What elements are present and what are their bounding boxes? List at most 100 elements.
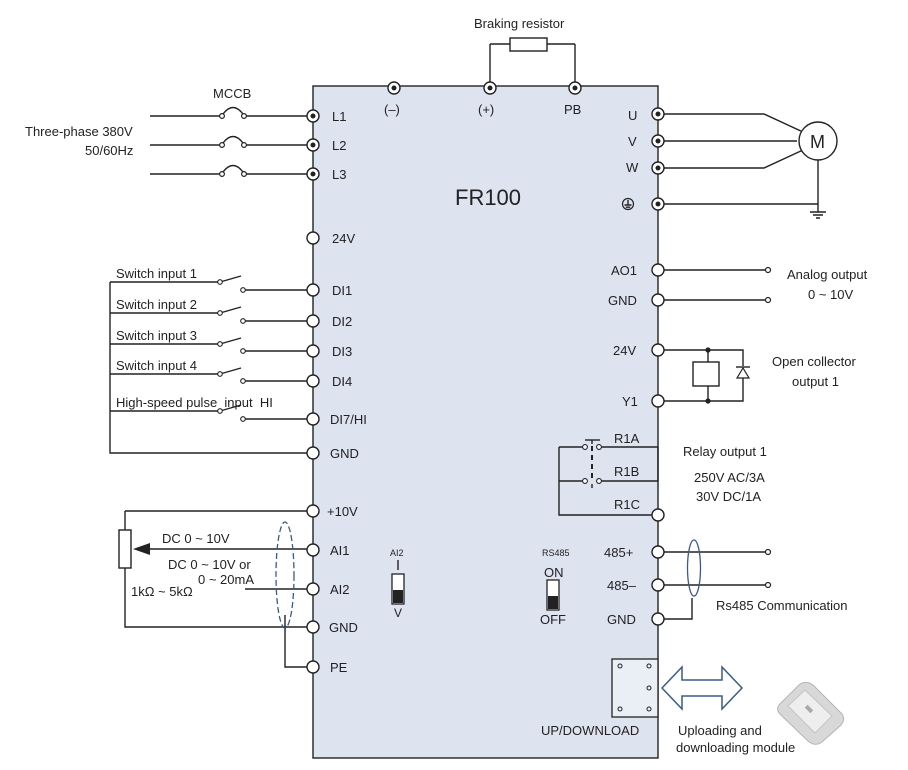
terminal-label: 485+ (604, 545, 633, 560)
analog-inputs: DC 0 ~ 10V DC 0 ~ 10V or 0 ~ 20mA 1kΩ ~ … (118, 510, 307, 668)
braking-resistor (509, 37, 548, 52)
terminal-485p (651, 545, 665, 559)
braking-resistor-group: Braking resistor (474, 16, 576, 83)
right-terminals: AO1 GND 24V Y1 R1A R1B R1C 485+ 485– GND… (558, 263, 868, 627)
ai2-dip-switch: AI2 V (390, 548, 405, 620)
braking-resistor-label: Braking resistor (474, 16, 565, 31)
terminal-di3 (306, 344, 320, 358)
terminal-24v-left (306, 231, 320, 245)
rs485-dip-switch: RS485 ON OFF (540, 548, 570, 627)
ai2-current-label: 0 ~ 20mA (198, 572, 254, 587)
svg-text:OFF: OFF (540, 612, 566, 627)
updown-port: UP/DOWNLOAD (541, 658, 659, 738)
potentiometer (118, 529, 132, 569)
shield-ellipse (275, 521, 295, 629)
switch-inputs: Switch input 1 Switch input 2 Switch inp… (109, 266, 307, 454)
pot-range-label: 1kΩ ~ 5kΩ (131, 584, 193, 599)
terminal-gnd-ai (306, 620, 320, 634)
switch-input-label: Switch input 3 (116, 328, 197, 343)
left-terminals: 24V DI1 DI2 DI3 DI4 DI7/HI GND +10V AI1 … (306, 231, 367, 675)
module-icon (777, 681, 845, 745)
open-collector-label: Open collector (772, 354, 856, 369)
terminal-label: L1 (332, 109, 346, 124)
terminal-ai2 (306, 582, 320, 596)
terminal-ai1 (306, 543, 320, 557)
terminal-24v-right (651, 343, 665, 357)
terminal-label: R1C (614, 497, 640, 512)
terminal-label: R1A (614, 431, 640, 446)
top-terminal-label: (–) (384, 102, 400, 117)
terminal-gnd-485 (651, 612, 665, 626)
terminal-label: L2 (332, 138, 346, 153)
terminal-di7 (306, 412, 320, 426)
terminal-label: PE (330, 660, 348, 675)
svg-text:RS485: RS485 (542, 548, 570, 558)
rs485-comm-label: Rs485 Communication (716, 598, 848, 613)
terminal-label: GND (608, 293, 637, 308)
switch-input-label: Switch input 4 (116, 358, 197, 373)
terminal-label: AI1 (330, 543, 350, 558)
inverter-body (312, 85, 659, 759)
open-collector-label-2: output 1 (792, 374, 839, 389)
terminal-y1 (651, 394, 665, 408)
terminal-label: R1B (614, 464, 639, 479)
terminal-gnd-ao (651, 293, 665, 307)
svg-text:ON: ON (544, 565, 564, 580)
terminal-label: +10V (327, 504, 358, 519)
earth-icon (621, 197, 635, 211)
module-label-2: downloading module (676, 740, 795, 755)
updown-label: UP/DOWNLOAD (541, 723, 639, 738)
terminal-label: DI4 (332, 374, 352, 389)
mccb-label: MCCB (213, 86, 251, 101)
top-terminal-label: (+) (478, 102, 494, 117)
terminal-label: AI2 (330, 582, 350, 597)
analog-output-label: Analog output (787, 267, 868, 282)
terminal-r1c (651, 508, 665, 522)
terminal-label: GND (329, 620, 358, 635)
motor-output: U V W M (621, 107, 838, 219)
top-terminals: (–) (+) PB (384, 81, 582, 117)
terminal-label: V (628, 134, 637, 149)
terminal-di2 (306, 314, 320, 328)
terminal-label: GND (607, 612, 636, 627)
module-label-1: Uploading and (678, 723, 762, 738)
switch-input-label: Switch input 1 (116, 266, 197, 281)
terminal-di1 (306, 283, 320, 297)
terminal-label: L3 (332, 167, 346, 182)
supply-label-1: Three-phase 380V (25, 124, 133, 139)
model-label: FR100 (455, 185, 521, 210)
terminal-ao1 (651, 263, 665, 277)
terminal-label: GND (330, 446, 359, 461)
top-terminal-label: PB (564, 102, 581, 117)
relay-output-label: Relay output 1 (683, 444, 767, 459)
ai1-range-label: DC 0 ~ 10V (162, 531, 230, 546)
relay-coil (692, 361, 720, 387)
relay-ac-rating: 250V AC/3A (694, 470, 765, 485)
supply-label-2: 50/60Hz (85, 143, 133, 158)
terminal-label: DI2 (332, 314, 352, 329)
power-input: MCCB Three-phase 380V 50/60Hz L1 L2 L3 (25, 86, 346, 182)
terminal-label: DI3 (332, 344, 352, 359)
terminal-pe (306, 660, 320, 674)
double-arrow (660, 665, 744, 711)
terminal-485n (651, 578, 665, 592)
switch-input-label: Switch input 2 (116, 297, 197, 312)
terminal-label: 24V (332, 231, 355, 246)
terminal-label: W (626, 160, 639, 175)
terminal-10v (306, 504, 320, 518)
terminal-label: DI1 (332, 283, 352, 298)
terminal-label: 485– (607, 578, 637, 593)
terminal-gnd-di (306, 446, 320, 460)
terminal-label: U (628, 108, 637, 123)
terminal-label: 24V (613, 343, 636, 358)
terminal-label: DI7/HI (330, 412, 367, 427)
terminal-label: AO1 (611, 263, 637, 278)
svg-text:AI2: AI2 (390, 548, 404, 558)
rs485-shield (686, 539, 702, 597)
terminal-label: Y1 (622, 394, 638, 409)
analog-output-range: 0 ~ 10V (808, 287, 854, 302)
motor-label: M (810, 132, 825, 152)
switch-input-label: High-speed pulse input HI (116, 395, 273, 410)
